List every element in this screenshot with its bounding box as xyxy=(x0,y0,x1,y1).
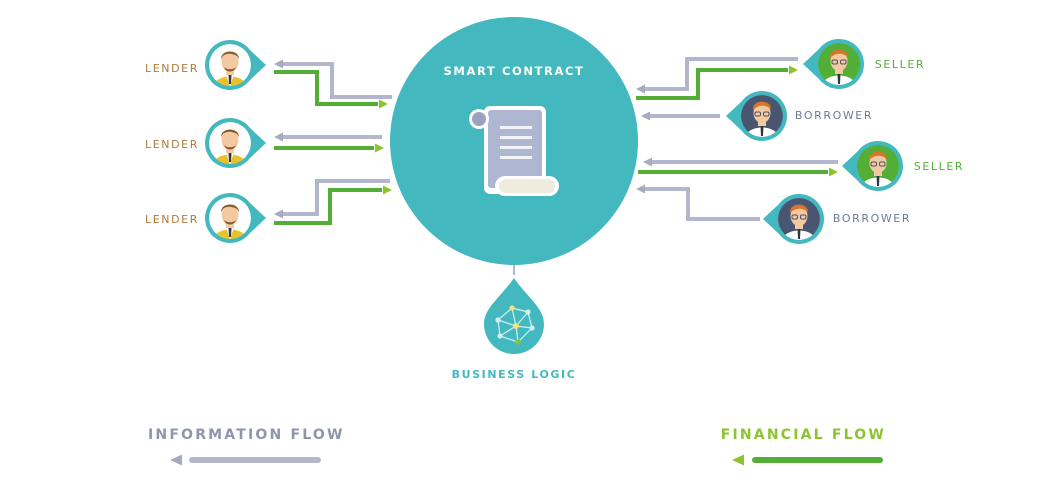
info-arrow-head xyxy=(636,184,645,194)
lender-label: LENDER xyxy=(145,213,199,226)
info-flow-line-lender-3 xyxy=(282,179,390,216)
smart-contract-node: SMART CONTRACT xyxy=(390,17,638,265)
legend-info-arrow-head xyxy=(170,454,182,466)
lender-avatar-icon xyxy=(209,197,251,239)
lender-label: LENDER xyxy=(145,62,199,75)
info-arrow-head xyxy=(274,209,283,219)
smart-contract-title: SMART CONTRACT xyxy=(444,64,585,78)
borrower-label: BORROWER xyxy=(833,212,911,225)
info-flow-line-seller-1 xyxy=(645,57,798,91)
info-arrow-head xyxy=(274,59,283,69)
seller-node xyxy=(803,39,864,89)
seller-node xyxy=(842,141,903,191)
financial-arrow-head xyxy=(379,99,388,109)
financial-flow-line-seller-1 xyxy=(636,68,788,100)
legend-information-flow-label: INFORMATION FLOW xyxy=(148,427,345,443)
financial-arrow-head xyxy=(383,185,392,195)
right-party-nodes: SELLER BORROWER xyxy=(726,39,964,244)
seller-label: SELLER xyxy=(875,58,925,71)
financial-arrow-head xyxy=(375,143,384,153)
financial-arrow-head xyxy=(829,167,838,177)
borrower-label: BORROWER xyxy=(795,109,873,122)
info-arrow-head xyxy=(636,84,645,94)
info-arrow-head xyxy=(641,111,650,121)
info-arrow-head xyxy=(643,157,652,167)
borrower-node xyxy=(763,194,824,244)
lender-node xyxy=(205,40,266,90)
borrower-node xyxy=(726,91,787,141)
info-arrow-head xyxy=(274,132,283,142)
lender-label: LENDER xyxy=(145,138,199,151)
legend-financial-flow-label: FINANCIAL FLOW xyxy=(721,427,886,443)
network-node-dots xyxy=(495,305,535,345)
financial-arrow-head xyxy=(789,65,798,75)
lender-nodes: LENDER LENDER xyxy=(145,40,266,243)
financial-flow-line-lender-1 xyxy=(274,70,378,106)
network-nodes-icon xyxy=(497,307,533,343)
borrower-avatar-icon xyxy=(741,95,783,137)
seller-label: SELLER xyxy=(914,160,964,173)
lender-node xyxy=(205,193,266,243)
contract-scroll-icon xyxy=(469,106,559,196)
flow-lines xyxy=(274,57,838,275)
legend: INFORMATION FLOW FINANCIAL FLOW xyxy=(148,427,886,466)
business-logic-label: BUSINESS LOGIC xyxy=(452,368,577,381)
business-logic-node: BUSINESS LOGIC xyxy=(452,278,577,381)
lender-node xyxy=(205,118,266,168)
legend-financial-arrow-head xyxy=(732,454,744,466)
info-flow-line-borrower-2 xyxy=(645,187,760,221)
info-flow-line-lender-1 xyxy=(282,62,392,99)
financial-flow-line-lender-3 xyxy=(274,188,382,225)
